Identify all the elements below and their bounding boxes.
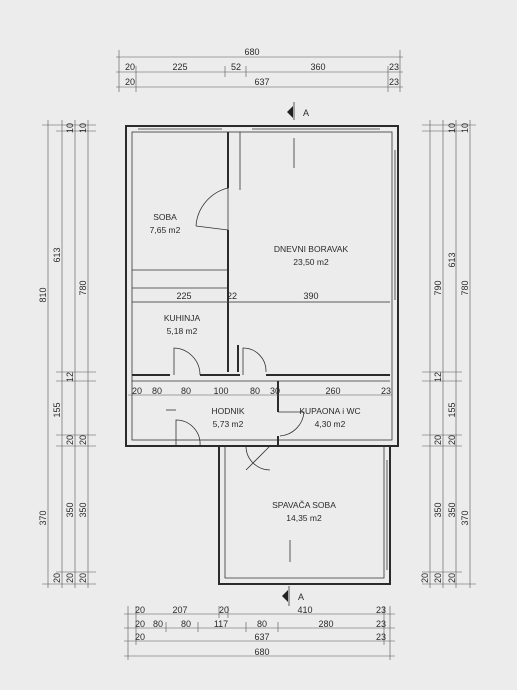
int-dim-80-b: 80 xyxy=(181,386,191,396)
room-kuhinja-name: KUHINJA xyxy=(164,313,201,323)
top-dim-5: 23 xyxy=(389,62,399,72)
doors xyxy=(173,138,305,562)
int-dim-20: 20 xyxy=(132,386,142,396)
section-label-top: A xyxy=(303,108,309,118)
right-dim-155: 155 xyxy=(447,402,457,417)
bottom-dim-4: 410 xyxy=(297,605,312,615)
top-dim-6: 20 xyxy=(125,77,135,87)
int-dim-22: 22 xyxy=(227,291,237,301)
bottom-dim-12: 23 xyxy=(376,619,386,629)
room-kupaona-area: 4,30 m2 xyxy=(315,419,346,429)
bottom-dim-9: 117 xyxy=(214,619,228,629)
top-dim-7: 637 xyxy=(254,77,269,87)
left-dim-20-a: 20 xyxy=(78,435,88,445)
top-overall-dim: 680 xyxy=(244,47,259,57)
door-spavaca xyxy=(245,445,271,471)
right-dim-20-a: 20 xyxy=(447,435,457,445)
right-dim-350-a: 350 xyxy=(433,502,443,517)
left-dim-10-a: 10 xyxy=(65,123,75,133)
top-dim-1: 20 xyxy=(125,62,135,72)
room-spavaca-name: SPAVAČA SOBA xyxy=(272,500,336,510)
bottom-overall-dim: 680 xyxy=(254,647,269,657)
left-dim-370: 370 xyxy=(38,510,48,525)
right-dim-350-b: 350 xyxy=(447,502,457,517)
bottom-dim-5: 23 xyxy=(376,605,386,615)
right-dim-790: 790 xyxy=(433,280,443,295)
top-dim-2: 225 xyxy=(172,62,187,72)
right-dim-370: 370 xyxy=(460,510,470,525)
bottom-dim-13: 20 xyxy=(135,632,145,642)
bottom-dim-2: 207 xyxy=(172,605,187,615)
right-dimensions: 613 155 370 790 12 20 350 780 350 10 10 … xyxy=(420,120,476,588)
door-dnevni xyxy=(242,347,267,375)
right-dim-613: 613 xyxy=(447,252,457,267)
right-dim-20-d: 20 xyxy=(447,573,457,583)
right-dim-20-c: 20 xyxy=(433,573,443,583)
left-dim-810: 810 xyxy=(38,287,48,302)
section-marker-top: A xyxy=(287,102,309,120)
bottom-dim-14: 637 xyxy=(254,632,269,642)
bottom-dim-8: 80 xyxy=(181,619,191,629)
int-dim-390: 390 xyxy=(303,291,318,301)
left-dim-20-b: 20 xyxy=(52,573,62,583)
left-dim-20: 20 xyxy=(65,435,75,445)
room-spavaca-area: 14,35 m2 xyxy=(286,513,322,523)
room-dnevni-area: 23,50 m2 xyxy=(293,257,329,267)
bottom-dim-1: 20 xyxy=(135,605,145,615)
int-dim-80-a: 80 xyxy=(152,386,162,396)
room-kupaona-name: KUPAONA i WC xyxy=(299,406,360,416)
bottom-dim-6: 20 xyxy=(135,619,145,629)
left-dim-10-b: 10 xyxy=(78,123,88,133)
section-label-bottom: A xyxy=(298,592,304,602)
right-dim-780: 780 xyxy=(460,280,470,295)
bottom-dim-15: 23 xyxy=(376,632,386,642)
bottom-dim-7: 80 xyxy=(153,619,163,629)
left-dim-350-b: 350 xyxy=(78,502,88,517)
room-kuhinja-area: 5,18 m2 xyxy=(167,326,198,336)
right-dim-10-b: 10 xyxy=(460,123,470,133)
room-labels: SOBA 7,65 m2 DNEVNI BORAVAK 23,50 m2 KUH… xyxy=(150,212,361,523)
right-dim-10-a: 10 xyxy=(447,123,457,133)
int-dim-23: 23 xyxy=(381,386,391,396)
room-soba-area: 7,65 m2 xyxy=(150,225,181,235)
interior-dimensions: 225 22 390 20 80 80 100 80 30 260 23 xyxy=(128,291,392,396)
right-dim-20: 20 xyxy=(433,435,443,445)
bottom-dim-10: 80 xyxy=(257,619,267,629)
int-dim-260: 260 xyxy=(325,386,340,396)
left-dim-155: 155 xyxy=(52,402,62,417)
int-dim-225: 225 xyxy=(176,291,191,301)
right-dim-20-b: 20 xyxy=(420,573,430,583)
top-dim-3: 52 xyxy=(231,62,241,72)
left-dim-20-d: 20 xyxy=(78,573,88,583)
room-soba-name: SOBA xyxy=(153,212,177,222)
bottom-dim-3: 20 xyxy=(219,605,229,615)
int-dim-30: 30 xyxy=(270,386,280,396)
section-marker-bottom: A xyxy=(282,586,304,606)
left-dim-350-a: 350 xyxy=(65,502,75,517)
door-kupaona xyxy=(278,411,305,437)
bottom-dim-11: 280 xyxy=(318,619,333,629)
int-dim-80-c: 80 xyxy=(250,386,260,396)
left-dim-20-c: 20 xyxy=(65,573,75,583)
door-kuhinja xyxy=(173,347,201,376)
room-hodnik-name: HODNIK xyxy=(211,406,244,416)
room-dnevni-name: DNEVNI BORAVAK xyxy=(274,244,349,254)
left-dim-12: 12 xyxy=(65,372,75,382)
top-dim-4: 360 xyxy=(310,62,325,72)
right-dim-12: 12 xyxy=(433,372,443,382)
door-hodnik xyxy=(175,419,201,447)
top-dimensions: 680 20 225 52 360 23 20 637 23 xyxy=(116,47,403,92)
left-dimensions: 810 613 155 370 780 12 20 350 350 10 10 … xyxy=(38,120,96,588)
bottom-dimensions: 20 207 20 410 23 20 80 80 117 80 280 23 … xyxy=(124,605,395,660)
top-dim-8: 23 xyxy=(389,77,399,87)
room-hodnik-area: 5,73 m2 xyxy=(213,419,244,429)
int-dim-100: 100 xyxy=(213,386,228,396)
left-dim-780: 780 xyxy=(78,280,88,295)
left-dim-613: 613 xyxy=(52,247,62,262)
door-soba xyxy=(195,187,229,230)
